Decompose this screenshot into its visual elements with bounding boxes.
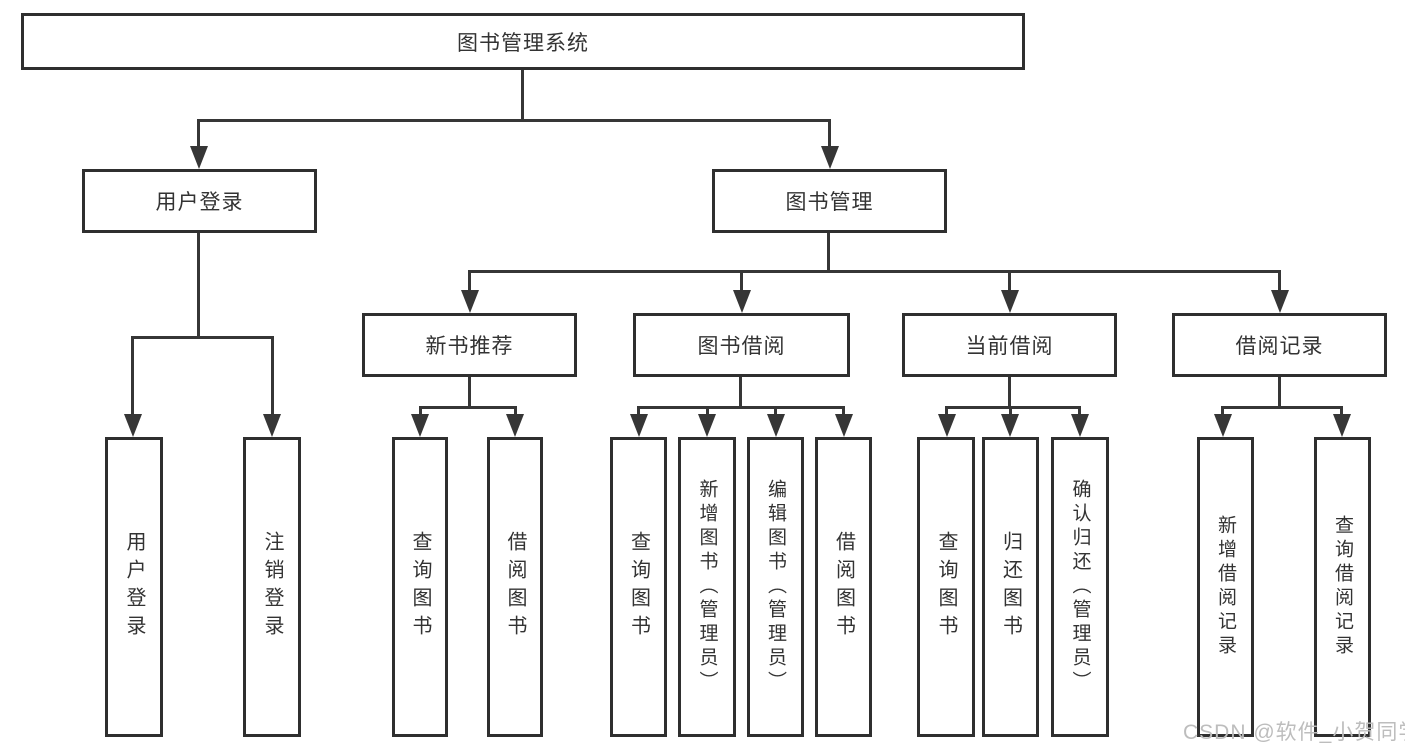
- connector-line: [1008, 270, 1011, 291]
- node-library-management-system: 图书管理系统: [21, 13, 1025, 70]
- connector-line: [637, 406, 640, 417]
- connector-line: [1078, 406, 1081, 417]
- arrow-down-icon: [767, 414, 785, 437]
- connector-line: [637, 406, 845, 409]
- arrow-down-icon: [263, 414, 281, 437]
- leaf-return-books: 归还图书: [982, 437, 1039, 737]
- connector-line: [468, 377, 471, 409]
- arrow-down-icon: [411, 414, 429, 437]
- connector-line: [271, 336, 274, 415]
- node-book-management: 图书管理: [712, 169, 947, 233]
- csdn-watermark: CSDN @软件_小贺同学: [1183, 721, 1405, 744]
- connector-line: [514, 406, 517, 417]
- arrow-down-icon: [1271, 290, 1289, 313]
- connector-line: [945, 406, 948, 417]
- leaf-add-borrow-record: 新增借阅记录: [1197, 437, 1254, 737]
- node-current-borrow: 当前借阅: [902, 313, 1117, 377]
- connector-line: [131, 336, 274, 339]
- arrow-down-icon: [190, 146, 208, 169]
- leaf-add-book-admin: 新增图书（管理员）: [678, 437, 736, 737]
- connector-line: [1278, 270, 1281, 291]
- arrow-down-icon: [461, 290, 479, 313]
- connector-line: [468, 270, 471, 291]
- connector-line: [827, 233, 830, 273]
- connector-line: [828, 119, 831, 148]
- connector-line: [131, 336, 134, 415]
- leaf-user-login: 用户登录: [105, 437, 163, 737]
- leaf-confirm-return-admin: 确认归还（管理员）: [1051, 437, 1109, 737]
- connector-line: [197, 119, 831, 122]
- node-borrow-records: 借阅记录: [1172, 313, 1387, 377]
- leaf-borrow-books: 借阅图书: [815, 437, 872, 737]
- connector-line: [419, 406, 422, 417]
- connector-line: [419, 406, 517, 409]
- arrow-down-icon: [1333, 414, 1351, 437]
- connector-line: [1221, 406, 1224, 417]
- connector-line: [1221, 406, 1343, 409]
- arrow-down-icon: [630, 414, 648, 437]
- connector-line: [1278, 377, 1281, 409]
- arrow-down-icon: [1001, 290, 1019, 313]
- connector-line: [774, 406, 777, 417]
- connector-line: [706, 406, 709, 417]
- connector-line: [842, 406, 845, 417]
- leaf-borrow-books: 借阅图书: [487, 437, 543, 737]
- connector-line: [197, 119, 200, 148]
- leaf-edit-book-admin: 编辑图书（管理员）: [747, 437, 804, 737]
- connector-line: [197, 233, 200, 339]
- leaf-logout: 注销登录: [243, 437, 301, 737]
- connector-line: [1009, 406, 1012, 417]
- arrow-down-icon: [506, 414, 524, 437]
- node-user-login: 用户登录: [82, 169, 317, 233]
- leaf-query-books: 查询图书: [392, 437, 448, 737]
- arrow-down-icon: [821, 146, 839, 169]
- connector-line: [739, 377, 742, 409]
- connector-line: [468, 270, 1281, 273]
- arrow-down-icon: [1214, 414, 1232, 437]
- leaf-query-books: 查询图书: [917, 437, 975, 737]
- arrow-down-icon: [698, 414, 716, 437]
- arrow-down-icon: [1001, 414, 1019, 437]
- arrow-down-icon: [835, 414, 853, 437]
- arrow-down-icon: [938, 414, 956, 437]
- arrow-down-icon: [733, 290, 751, 313]
- arrow-down-icon: [1071, 414, 1089, 437]
- node-new-book-recommend: 新书推荐: [362, 313, 577, 377]
- connector-line: [1340, 406, 1343, 417]
- leaf-query-books: 查询图书: [610, 437, 667, 737]
- connector-line: [521, 70, 524, 122]
- connector-line: [740, 270, 743, 291]
- connector-line: [1008, 377, 1011, 409]
- connector-line: [945, 406, 1081, 409]
- arrow-down-icon: [124, 414, 142, 437]
- node-book-borrow: 图书借阅: [633, 313, 850, 377]
- leaf-query-borrow-record: 查询借阅记录: [1314, 437, 1371, 737]
